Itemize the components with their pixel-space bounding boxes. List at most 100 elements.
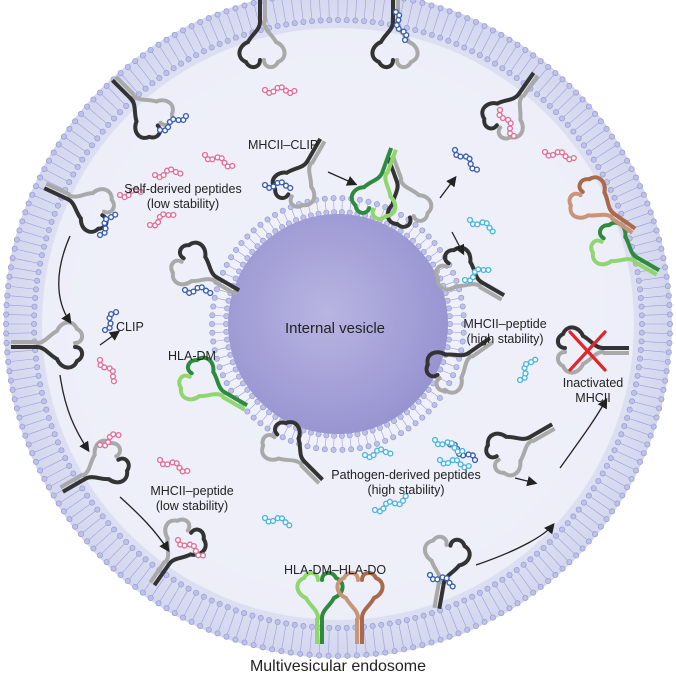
lipid-tail xyxy=(538,75,554,93)
lipid-head xyxy=(66,179,73,186)
lipid-head xyxy=(3,320,9,327)
lipid-head xyxy=(373,440,380,447)
lipid-head xyxy=(43,235,50,242)
lipid-tail xyxy=(268,221,274,229)
lipid-head xyxy=(260,237,267,244)
lipid-tail xyxy=(609,170,630,181)
lipid-tail xyxy=(551,87,568,105)
lipid-head xyxy=(666,311,673,318)
lipid-head xyxy=(185,56,192,63)
lipid-tail xyxy=(442,370,451,375)
lipid-tail xyxy=(300,628,304,651)
lipid-head xyxy=(566,82,573,89)
lipid-head xyxy=(636,458,643,465)
lipid-head xyxy=(638,329,645,336)
lipid-tail xyxy=(355,0,357,18)
lipid-tail xyxy=(591,138,610,151)
lipid-head xyxy=(306,651,313,658)
lipid-head xyxy=(45,227,52,234)
lipid-head xyxy=(269,646,276,653)
lipid-tail xyxy=(644,304,667,307)
lipid-tail xyxy=(398,624,404,647)
lipid-tail xyxy=(263,622,269,645)
lipid-head xyxy=(491,60,498,67)
lipid-head xyxy=(330,446,337,453)
lipid-head xyxy=(249,392,256,399)
lipid-head xyxy=(369,18,376,25)
lipid-head xyxy=(476,52,483,59)
lipid-head xyxy=(62,455,69,462)
lipid-head xyxy=(653,227,660,234)
lipid-head xyxy=(30,320,37,327)
lipid-head xyxy=(575,135,582,142)
mhcii-molecule-icon xyxy=(480,71,540,141)
lipid-tail xyxy=(380,209,385,218)
peptide-chain-icon xyxy=(516,356,539,384)
lipid-tail xyxy=(218,609,227,631)
lipid-head xyxy=(460,320,467,327)
lipid-tail xyxy=(580,511,599,526)
lipid-tail xyxy=(632,231,654,238)
peptide-chain-icon xyxy=(451,146,481,173)
lipid-head xyxy=(9,255,16,262)
lipid-head xyxy=(382,649,389,656)
lipid-head xyxy=(428,31,435,38)
lipid-tail xyxy=(473,28,484,49)
lipid-tail xyxy=(408,226,414,234)
lipid-head xyxy=(55,500,62,507)
lipid-tail xyxy=(600,482,620,495)
diagram-title: Multivesicular endosome xyxy=(249,658,427,675)
lipid-tail xyxy=(184,595,195,616)
lipid-tail xyxy=(532,561,547,579)
lipid-tail xyxy=(569,524,587,540)
lipid-head xyxy=(43,406,50,413)
lipid-head xyxy=(558,115,565,122)
lipid-tail xyxy=(388,427,393,435)
lipid-head xyxy=(666,302,673,309)
lipid-head xyxy=(213,355,220,362)
lipid-tail xyxy=(420,238,427,245)
lipid-head xyxy=(425,408,432,415)
lipid-head xyxy=(19,423,26,430)
lipid-tail xyxy=(432,615,440,637)
lipid-head xyxy=(639,320,646,327)
lipid-tail xyxy=(617,451,638,461)
lipid-head xyxy=(210,338,217,345)
lipid-head xyxy=(353,652,360,659)
lipid-head xyxy=(597,523,604,530)
lipid-tail xyxy=(372,628,376,651)
lipid-tail xyxy=(89,108,107,124)
lipid-head xyxy=(41,475,48,482)
lipid-head xyxy=(570,513,577,520)
lipid-head xyxy=(585,492,592,499)
lipid-head xyxy=(163,36,170,43)
lipid-head xyxy=(89,499,96,506)
lipid-head xyxy=(530,589,537,596)
lipid-tail xyxy=(216,306,225,309)
lipid-tail xyxy=(617,187,638,197)
lipid-head xyxy=(308,18,315,25)
lipid-tail xyxy=(575,115,593,130)
lipid-head xyxy=(60,508,67,515)
lipid-tail xyxy=(430,251,438,257)
lipid-head xyxy=(193,589,200,596)
lipid-head xyxy=(546,539,553,546)
lipid-tail xyxy=(634,401,657,408)
lipid-head xyxy=(149,80,156,87)
peptides-layer xyxy=(96,8,577,590)
lipid-head xyxy=(209,329,216,336)
lipid-tail xyxy=(101,94,119,111)
lipid-tail xyxy=(600,153,620,166)
lipid-head xyxy=(348,446,355,453)
lipid-tail xyxy=(272,1,278,24)
lipid-head xyxy=(32,294,39,301)
lipid-head xyxy=(513,566,520,573)
lipid-head xyxy=(400,646,407,653)
lipid-tail xyxy=(309,0,313,19)
lipid-head xyxy=(94,135,101,142)
lipid-tail xyxy=(316,202,319,211)
lipid-head xyxy=(534,550,541,557)
lipid-head xyxy=(216,601,223,608)
lipid-tail xyxy=(184,32,195,53)
lipid-tail xyxy=(425,397,433,404)
